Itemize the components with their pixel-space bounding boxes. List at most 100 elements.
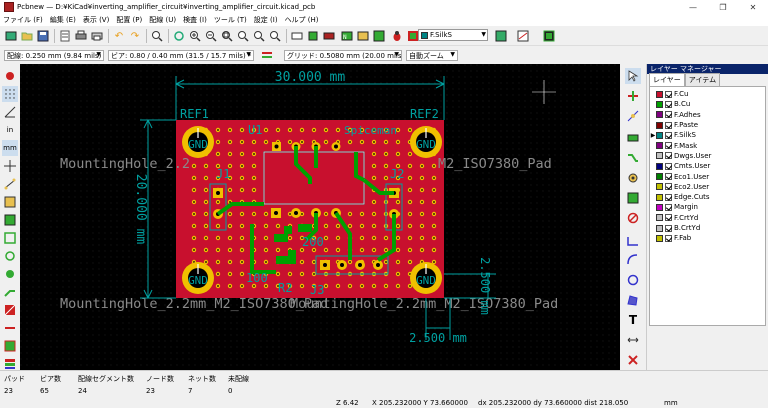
layer-color-swatch[interactable] — [656, 100, 663, 108]
route-track-icon[interactable] — [625, 150, 641, 166]
polar-coords-icon[interactable] — [2, 104, 18, 120]
redo-icon[interactable]: ↷ — [130, 30, 140, 42]
plot-icon[interactable] — [90, 29, 104, 43]
ratsnest-icon[interactable] — [2, 176, 18, 192]
scripting-console-icon[interactable] — [542, 29, 556, 43]
menu-file[interactable]: ファイル (F) — [3, 16, 43, 24]
mm-units-icon[interactable]: mm — [2, 140, 18, 156]
board-setup-icon[interactable] — [4, 29, 18, 43]
highlight-net-icon[interactable] — [625, 88, 641, 104]
layer-visible-checkbox[interactable] — [665, 183, 672, 191]
page-settings-icon[interactable] — [58, 29, 72, 43]
layer-row[interactable]: F.Cu — [650, 89, 765, 99]
zoom-redraw-icon[interactable] — [252, 29, 266, 43]
layer-row[interactable]: B.CrtYd — [650, 223, 765, 233]
layer-pair-icon[interactable] — [406, 29, 420, 43]
layer-color-swatch[interactable] — [656, 183, 663, 191]
select-tool-icon[interactable] — [625, 68, 641, 84]
maximize-button[interactable]: ❐ — [719, 2, 727, 12]
layer-color-swatch[interactable] — [656, 121, 663, 129]
auto-track-width-icon[interactable] — [260, 48, 274, 62]
menu-view[interactable]: 表示 (V) — [82, 16, 110, 24]
open-file-icon[interactable] — [20, 29, 34, 43]
layer-color-swatch[interactable] — [656, 173, 663, 181]
rotate-ccw-icon[interactable] — [290, 29, 304, 43]
add-text-icon[interactable]: T — [628, 313, 638, 327]
add-circle-icon[interactable] — [625, 272, 641, 288]
layer-row-active[interactable]: ▶F.SilkS — [650, 130, 765, 140]
menu-tools[interactable]: ツール (T) — [213, 16, 247, 24]
tab-items[interactable]: アイテム — [684, 73, 721, 86]
layer-visible-checkbox[interactable] — [665, 111, 672, 119]
layers-icon[interactable] — [2, 356, 18, 372]
drc-marker-icon[interactable] — [2, 68, 18, 84]
layer-color-swatch[interactable] — [656, 142, 663, 150]
pcb-board[interactable]: GND GND GND GND — [176, 120, 444, 298]
menu-help[interactable]: ヘルプ (H) — [284, 16, 319, 24]
grid-toggle-icon[interactable] — [2, 86, 18, 102]
layer-row[interactable]: Edge.Cuts — [650, 192, 765, 202]
layer-color-swatch[interactable] — [656, 111, 663, 119]
module-ratsnest-icon[interactable] — [2, 194, 18, 210]
delete-icon[interactable] — [625, 352, 641, 368]
layer-row[interactable]: B.Cu — [650, 99, 765, 109]
add-via-icon[interactable] — [625, 170, 641, 186]
via-sketch-icon[interactable] — [2, 266, 18, 282]
save-icon[interactable] — [36, 29, 50, 43]
layer-visible-checkbox[interactable] — [665, 131, 672, 139]
layer-color-swatch[interactable] — [656, 214, 663, 222]
menu-edit[interactable]: 編集 (E) — [49, 16, 76, 24]
layer-row[interactable]: Cmts.User — [650, 161, 765, 171]
zone-fill-icon[interactable] — [2, 212, 18, 228]
layer-color-swatch[interactable] — [656, 162, 663, 170]
layer-visible-checkbox[interactable] — [665, 142, 672, 150]
layer-visible-checkbox[interactable] — [665, 224, 672, 232]
layer-color-swatch[interactable] — [656, 193, 663, 201]
zone-outline-icon[interactable] — [2, 230, 18, 246]
layer-manager-icon[interactable] — [2, 338, 18, 354]
layer-row[interactable]: F.Paste — [650, 120, 765, 130]
layer-row[interactable]: F.Adhes — [650, 110, 765, 120]
layer-visible-checkbox[interactable] — [665, 214, 672, 222]
layer-color-swatch[interactable] — [656, 152, 663, 160]
zoom-select[interactable]: 自動ズーム ▼ — [406, 50, 458, 61]
pad-sketch-icon[interactable] — [2, 248, 18, 264]
close-button[interactable]: ✕ — [749, 2, 757, 12]
track-width-select[interactable]: 配線: 0.250 mm (9.84 mils) * ▼ — [4, 50, 104, 61]
zoom-selection-icon[interactable] — [236, 29, 250, 43]
netlist-icon[interactable]: N — [340, 29, 354, 43]
layer-row[interactable]: Eco1.User — [650, 171, 765, 181]
microwave-icon[interactable] — [516, 29, 530, 43]
via-size-select[interactable]: ビア: 0.80 / 0.40 mm (31.5 / 15.7 mils) * … — [108, 50, 254, 61]
menu-place[interactable]: 配置 (P) — [116, 16, 143, 24]
microwave-toolbar-icon[interactable] — [2, 320, 18, 336]
tab-layers[interactable]: レイヤー — [649, 73, 685, 86]
zoom-in-icon[interactable] — [188, 29, 202, 43]
layer-row[interactable]: F.Fab — [650, 233, 765, 243]
pcb-canvas[interactable]: GND GND GND GND REF1 REF2 U1 — [20, 64, 620, 370]
menu-inspect[interactable]: 検査 (I) — [183, 16, 207, 24]
active-layer-select[interactable]: F.SilkS ▼ — [418, 29, 488, 41]
add-arc-icon[interactable] — [625, 252, 641, 268]
layer-color-swatch[interactable] — [656, 90, 663, 98]
add-polygon-icon[interactable] — [625, 292, 641, 308]
layer-row[interactable]: Margin — [650, 202, 765, 212]
layer-row[interactable]: Eco2.User — [650, 182, 765, 192]
layer-visible-checkbox[interactable] — [665, 162, 672, 170]
menu-route[interactable]: 配線 (U) — [149, 16, 177, 24]
layer-visible-checkbox[interactable] — [665, 121, 672, 129]
zoom-tool-icon[interactable] — [268, 29, 282, 43]
spiceman-icon[interactable] — [356, 29, 370, 43]
find-icon[interactable] — [150, 29, 164, 43]
undo-icon[interactable]: ↶ — [114, 30, 124, 42]
high-contrast-icon[interactable] — [2, 302, 18, 318]
menu-preferences[interactable]: 設定 (I) — [253, 16, 278, 24]
layer-visible-checkbox[interactable] — [665, 100, 672, 108]
layer-color-swatch[interactable] — [656, 203, 663, 211]
add-keepout-icon[interactable] — [625, 210, 641, 226]
zoom-out-icon[interactable] — [204, 29, 218, 43]
layer-visible-checkbox[interactable] — [665, 234, 672, 242]
layer-visible-checkbox[interactable] — [665, 173, 672, 181]
track-sketch-icon[interactable] — [2, 284, 18, 300]
footprint-viewer-icon[interactable] — [322, 29, 336, 43]
